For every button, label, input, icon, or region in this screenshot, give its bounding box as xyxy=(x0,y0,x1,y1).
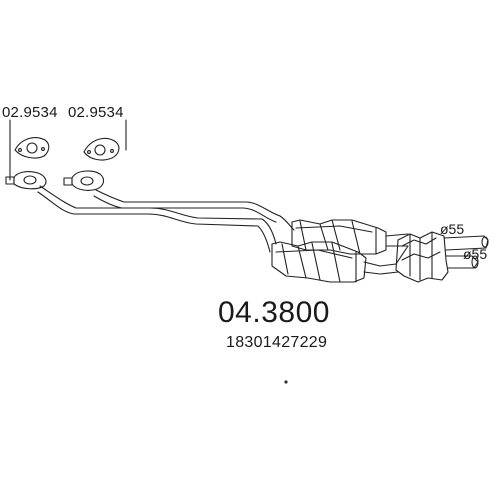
inlet-flange-2 xyxy=(63,170,105,191)
catalytic-converter-upper xyxy=(291,219,387,255)
gasket-label-1: 02.9534 xyxy=(2,104,58,121)
bracket-dot xyxy=(284,380,288,384)
outlet-diameter-label-lower: ø55 xyxy=(463,246,488,262)
gasket-1-drawing xyxy=(14,137,50,159)
oem-number: 18301427229 xyxy=(226,334,328,351)
outlet-tailpipes xyxy=(443,235,489,269)
gasket-label-2: 02.9534 xyxy=(68,104,124,121)
gasket-2-drawing xyxy=(83,137,120,161)
front-pipes xyxy=(37,185,281,227)
catalytic-converter-lower xyxy=(271,241,367,283)
inlet-flange-1 xyxy=(5,171,47,190)
rear-silencer xyxy=(395,231,449,283)
part-number: 04.3800 xyxy=(218,296,330,329)
outlet-diameter-label-upper: ø55 xyxy=(440,221,465,237)
y-pipe-junction xyxy=(257,215,295,253)
gasket-leader-lines xyxy=(9,119,127,181)
